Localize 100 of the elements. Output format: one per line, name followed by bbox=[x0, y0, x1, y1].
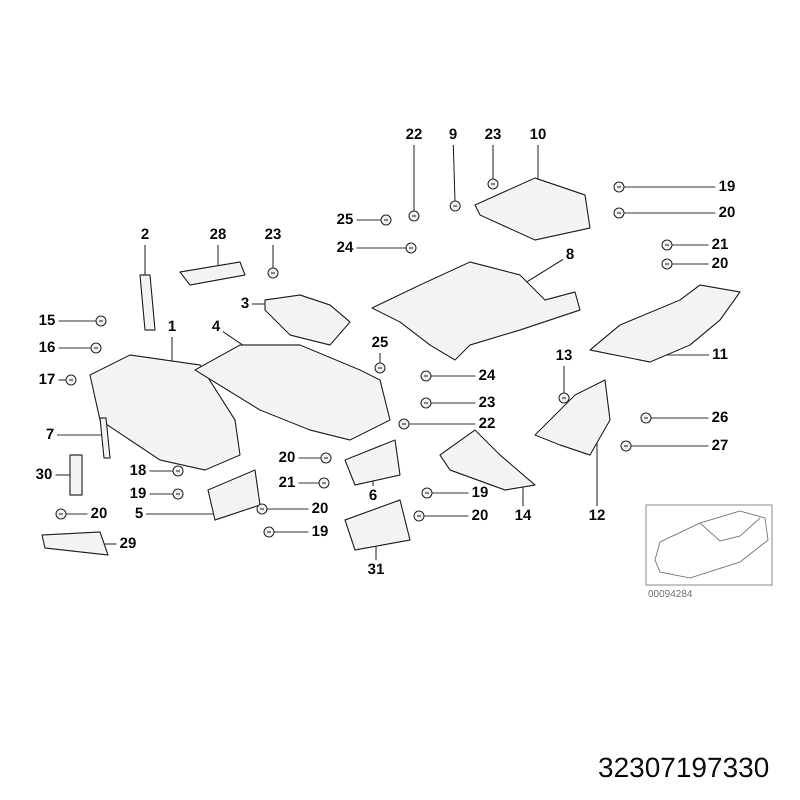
fastener-icon bbox=[256, 503, 268, 515]
callout-number: 20 bbox=[278, 450, 296, 466]
fastener-icon bbox=[65, 374, 77, 386]
leader-line bbox=[57, 434, 102, 436]
leader-line bbox=[66, 513, 88, 515]
panel-drawing bbox=[264, 294, 351, 346]
fastener-icon bbox=[620, 440, 632, 452]
leader-line bbox=[58, 320, 96, 322]
leader-line bbox=[672, 263, 708, 265]
leader-line bbox=[431, 402, 476, 404]
part-number: 32307197330 bbox=[598, 752, 770, 784]
callout-number: 9 bbox=[448, 127, 458, 143]
callout-number: 16 bbox=[38, 340, 56, 356]
leader-line bbox=[409, 423, 476, 425]
leader-line bbox=[526, 258, 564, 282]
callout-number: 13 bbox=[554, 348, 574, 364]
callout-number: 4 bbox=[210, 319, 222, 335]
panel-drawing bbox=[99, 417, 111, 459]
callout-number: 31 bbox=[366, 562, 386, 578]
leader-line bbox=[58, 347, 91, 349]
callout-number: 29 bbox=[118, 536, 138, 552]
reference-number: 00094284 bbox=[648, 589, 692, 600]
leader-line bbox=[596, 442, 598, 506]
leader-line bbox=[432, 492, 468, 494]
fastener-icon bbox=[420, 397, 432, 409]
panel-drawing bbox=[179, 261, 246, 286]
fastener-icon bbox=[267, 267, 279, 279]
callout-number: 20 bbox=[718, 205, 736, 221]
fastener-icon bbox=[263, 526, 275, 538]
leader-line bbox=[624, 186, 716, 188]
callout-number: 18 bbox=[128, 463, 148, 479]
fastener-icon bbox=[172, 465, 184, 477]
fastener-icon bbox=[374, 362, 386, 374]
callout-number: 12 bbox=[588, 508, 606, 524]
leader-line bbox=[452, 144, 456, 202]
leader-line bbox=[298, 457, 321, 459]
fastener-icon bbox=[320, 452, 332, 464]
fastener-icon bbox=[661, 258, 673, 270]
callout-number: 19 bbox=[310, 524, 330, 540]
leader-line bbox=[272, 245, 274, 268]
fastener-icon bbox=[420, 370, 432, 382]
leader-line bbox=[146, 513, 214, 515]
panel-drawing bbox=[371, 261, 581, 361]
callout-number: 10 bbox=[528, 127, 548, 143]
fastener-icon bbox=[421, 487, 433, 499]
leader-line bbox=[631, 445, 708, 447]
callout-number: 8 bbox=[564, 247, 576, 263]
callout-number: 14 bbox=[514, 508, 532, 524]
callout-number: 30 bbox=[34, 467, 54, 483]
rod-bar bbox=[69, 454, 83, 496]
callout-number: 27 bbox=[710, 438, 730, 454]
callout-number: 7 bbox=[44, 427, 56, 443]
leader-line bbox=[150, 493, 173, 495]
callout-number: 5 bbox=[134, 506, 144, 522]
leader-line bbox=[431, 375, 476, 377]
callout-number: 19 bbox=[128, 486, 148, 502]
fastener-icon bbox=[380, 214, 392, 226]
callout-number: 17 bbox=[38, 372, 56, 388]
fastener-icon bbox=[405, 242, 417, 254]
panel-drawing bbox=[344, 439, 401, 486]
fastener-icon bbox=[640, 412, 652, 424]
leader-line bbox=[356, 219, 381, 221]
callout-number: 25 bbox=[336, 212, 354, 228]
leader-line bbox=[217, 245, 219, 266]
fastener-icon bbox=[613, 181, 625, 193]
callout-number: 22 bbox=[478, 416, 496, 432]
leader-line bbox=[413, 145, 415, 211]
callout-number: 20 bbox=[310, 501, 330, 517]
leader-line bbox=[104, 543, 116, 545]
panel-drawing bbox=[589, 284, 741, 363]
callout-number: 2 bbox=[140, 227, 150, 243]
fastener-icon bbox=[413, 510, 425, 522]
fastener-icon bbox=[398, 418, 410, 430]
fastener-icon bbox=[487, 178, 499, 190]
callout-number: 15 bbox=[38, 313, 56, 329]
fastener-icon bbox=[450, 200, 461, 212]
panel-drawing bbox=[207, 469, 261, 521]
leader-line bbox=[298, 482, 319, 484]
leader-line bbox=[356, 247, 406, 249]
panel-drawing bbox=[474, 177, 591, 241]
fastener-icon bbox=[558, 392, 570, 404]
callout-number: 23 bbox=[264, 227, 282, 243]
leader-line bbox=[144, 245, 146, 275]
leader-line bbox=[222, 331, 243, 346]
callout-number: 21 bbox=[710, 237, 730, 253]
callout-number: 1 bbox=[166, 319, 178, 335]
fastener-icon bbox=[55, 508, 67, 520]
leader-line bbox=[624, 212, 716, 214]
leader-line bbox=[522, 487, 524, 506]
callout-number: 23 bbox=[484, 127, 502, 143]
callout-number: 25 bbox=[370, 335, 390, 351]
callout-number: 20 bbox=[470, 508, 490, 524]
leader-line bbox=[537, 145, 539, 179]
callout-number: 28 bbox=[208, 227, 228, 243]
leader-line bbox=[424, 515, 468, 517]
leader-line bbox=[150, 470, 173, 472]
callout-number: 11 bbox=[711, 347, 729, 363]
callout-number: 26 bbox=[710, 410, 730, 426]
callout-number: 19 bbox=[470, 485, 490, 501]
fastener-icon bbox=[408, 210, 420, 222]
